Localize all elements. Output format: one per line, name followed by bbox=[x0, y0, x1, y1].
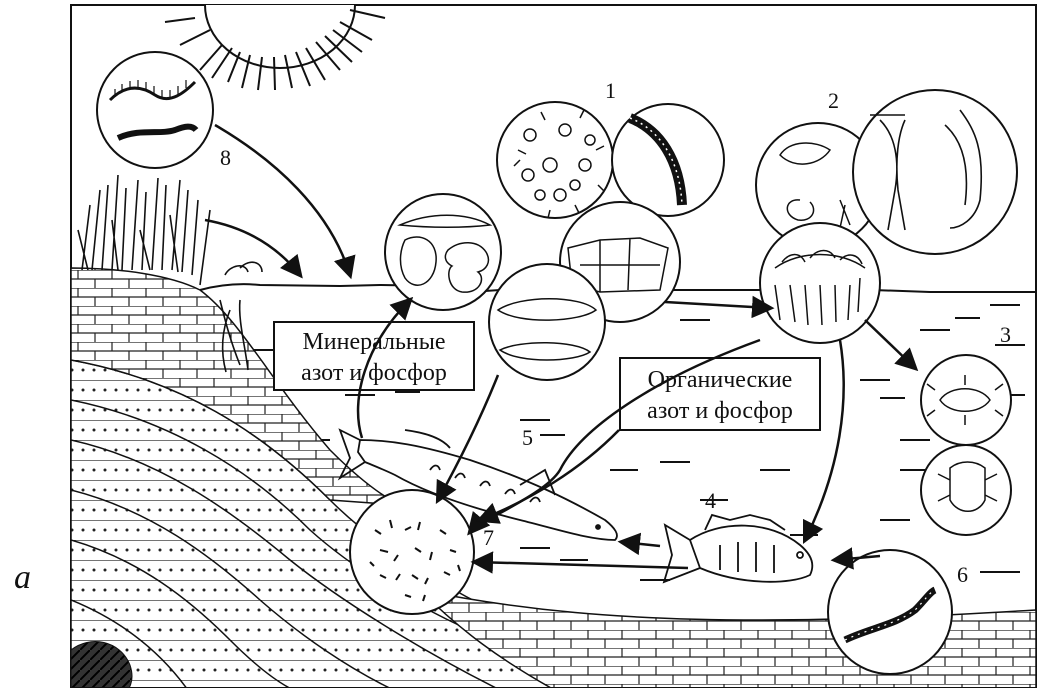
label-5: 5 bbox=[522, 425, 533, 450]
mineral-nitrogen-phosphorus-box: Минеральные азот и фосфор bbox=[274, 322, 474, 390]
circle-2-crustaceans bbox=[853, 90, 1017, 254]
circle-3-water-beetle bbox=[921, 445, 1011, 535]
circle-1-phytoplankton bbox=[497, 102, 613, 218]
label-2: 2 bbox=[828, 88, 839, 113]
circle-diatoms bbox=[385, 194, 501, 310]
panel-letter: а bbox=[14, 559, 31, 596]
circle-3-beetle bbox=[921, 355, 1011, 445]
circle-6-larva bbox=[828, 550, 952, 674]
circle-8-worms bbox=[97, 52, 213, 168]
organic-box-line2: азот и фосфор bbox=[647, 398, 793, 424]
mineral-box-line2: азот и фосфор bbox=[301, 360, 447, 386]
circle-7-bacteria bbox=[350, 490, 474, 614]
label-3: 3 bbox=[1000, 322, 1011, 347]
label-7: 7 bbox=[483, 525, 494, 550]
label-8: 8 bbox=[220, 145, 231, 170]
organic-nitrogen-phosphorus-box: Органические азот и фосфор bbox=[620, 358, 820, 430]
label-6: 6 bbox=[957, 562, 968, 587]
circle-protozoa bbox=[489, 264, 605, 380]
circle-zooplankton bbox=[760, 223, 880, 343]
label-4: 4 bbox=[705, 488, 716, 513]
label-1: 1 bbox=[605, 78, 616, 103]
circle-1-filament bbox=[612, 104, 724, 216]
